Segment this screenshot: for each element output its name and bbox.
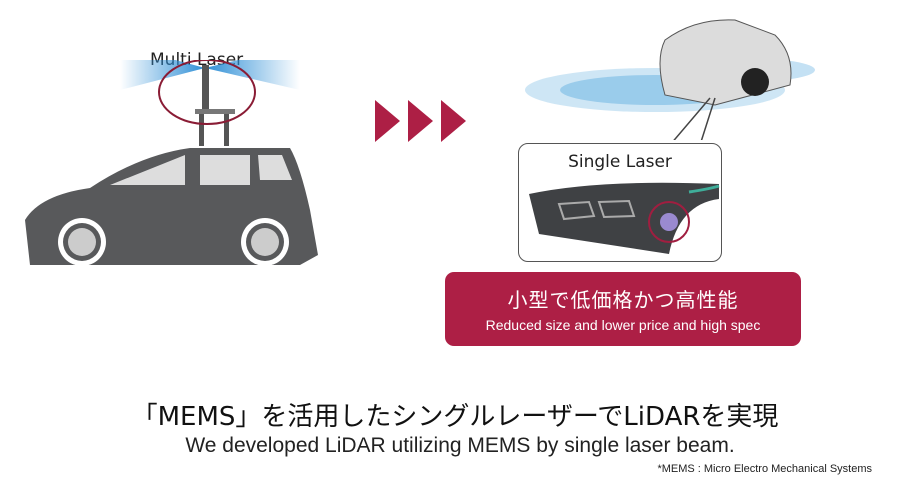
- benefit-banner: 小型で低価格かつ高性能 Reduced size and lower price…: [445, 272, 801, 346]
- progression-arrows-icon: [375, 100, 466, 142]
- benefit-en: Reduced size and lower price and high sp…: [485, 317, 761, 333]
- headline-en: We developed LiDAR utilizing MEMS by sin…: [185, 434, 735, 457]
- benefit-jp: 小型で低価格かつ高性能: [507, 288, 739, 312]
- laser-beam-left: [120, 60, 205, 90]
- single-laser-label: Single Laser: [568, 152, 672, 172]
- sensor-closeup-icon: [529, 182, 720, 254]
- single-laser-callout: Single Laser: [518, 143, 722, 262]
- footnote: *MEMS : Micro Electro Mechanical Systems: [657, 463, 872, 475]
- headline-jp: 「MEMS」を活用したシングルレーザーでLiDARを実現: [131, 402, 779, 432]
- single-laser-car-illustration: [525, 19, 815, 140]
- laser-beam-right: [205, 60, 300, 90]
- highlight-circle: [158, 60, 256, 125]
- multi-laser-car-illustration: [25, 60, 318, 266]
